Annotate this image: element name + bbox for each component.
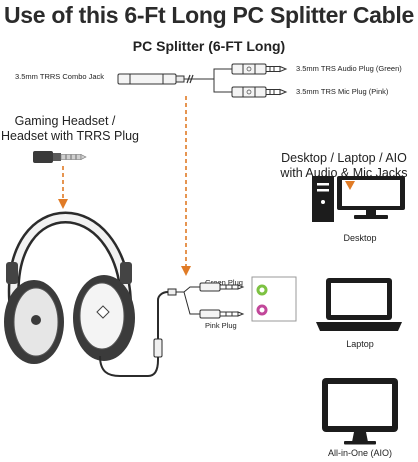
pc-arrow — [345, 181, 355, 190]
combo-jack-body — [117, 73, 177, 85]
audio-jack-icon — [256, 284, 268, 296]
pink-plug — [199, 309, 245, 319]
plug-to-headset-arrow — [58, 166, 68, 209]
laptop-label: Laptop — [346, 339, 374, 349]
trrs-plug-icon — [33, 151, 87, 163]
jack-panel — [251, 276, 297, 322]
audio-plug-label: 3.5mm TRS Audio Plug (Green) — [296, 64, 402, 73]
cable-break-mark — [186, 74, 191, 84]
mic-plug-label: 3.5mm TRS Mic Plug (Pink) — [296, 87, 389, 96]
pink-plug-label: Pink Plug — [205, 321, 237, 330]
headphone-symbol-icon — [246, 66, 252, 72]
splitter-to-cable-arrow — [181, 96, 191, 276]
headset-label-line1: Gaming Headset / — [14, 114, 116, 128]
aio-label: All-in-One (AIO) — [327, 448, 392, 458]
desktop-icon — [312, 176, 405, 222]
mic-plug-body — [231, 86, 267, 98]
pc-label-line1: Desktop / Laptop / AIO — [281, 151, 407, 165]
laptop-icon — [316, 278, 402, 331]
audio-plug-body — [231, 63, 267, 75]
desktop-label: Desktop — [343, 233, 377, 243]
main-title: Use of this 6-Ft Long PC Splitter Cable — [4, 2, 414, 28]
combo-jack-collar — [175, 75, 185, 83]
green-plug-label: Green Plug — [205, 278, 243, 287]
headset-label-line2: Headset with TRRS Plug — [0, 129, 140, 143]
combo-jack-label: 3.5mm TRRS Combo Jack — [15, 72, 105, 81]
splitter-title: PC Splitter (6-FT Long) — [132, 38, 286, 54]
mic-symbol-icon — [246, 89, 252, 95]
green-plug — [199, 282, 245, 292]
splitter-cable — [117, 63, 288, 98]
mic-jack-icon — [256, 304, 268, 316]
headset-icon — [4, 211, 169, 377]
aio-icon — [322, 378, 398, 445]
cable-split — [153, 286, 200, 358]
